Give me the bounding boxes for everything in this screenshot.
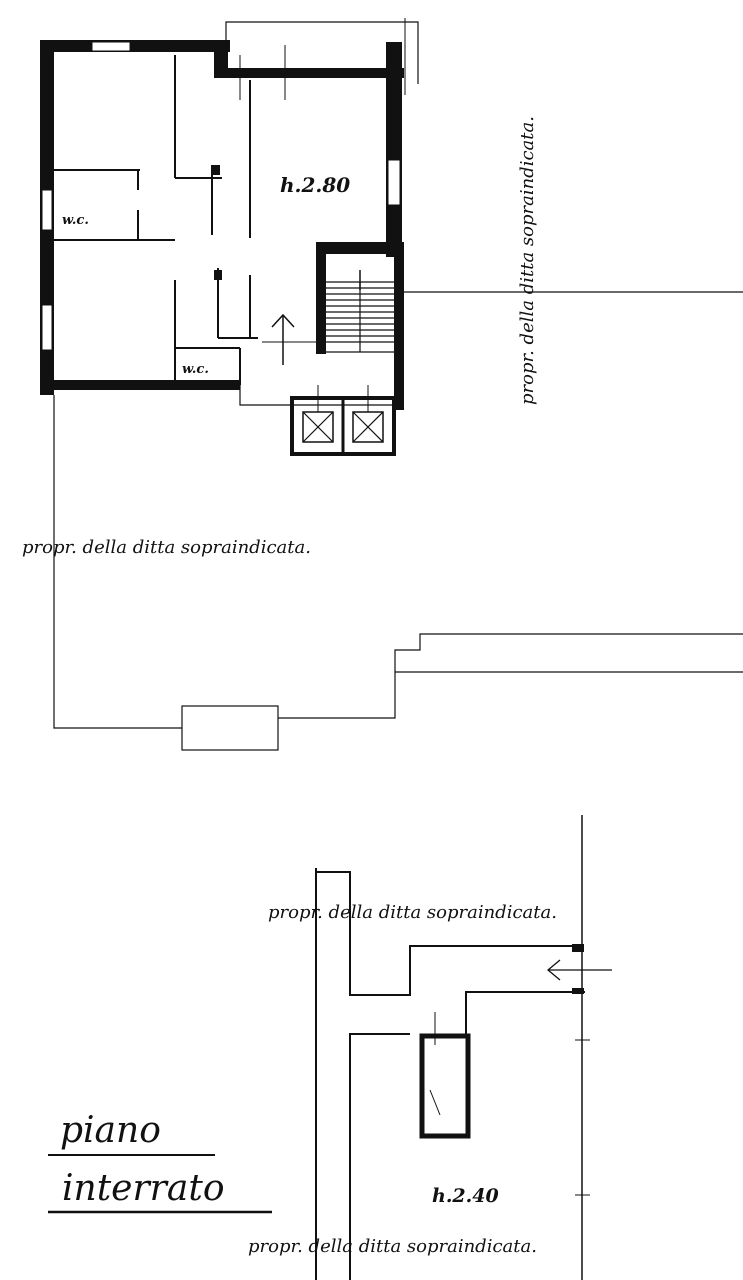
stair-wall-top (316, 242, 404, 254)
wall-north-right (214, 68, 404, 78)
dimension-top (225, 21, 419, 84)
owner-label-basement-bottom: propr. della ditta sopraindicata. (248, 1236, 537, 1257)
stair-steps (326, 281, 394, 352)
basement-wall (465, 991, 585, 1034)
room-height-label: h.2.80 (280, 173, 350, 197)
owner-label-middle: propr. della ditta sopraindicata. (22, 537, 311, 558)
wall-east (386, 42, 402, 257)
owner-label-basement-top: propr. della ditta sopraindicata. (268, 902, 557, 923)
window-west-upper (41, 189, 53, 231)
basement-plan: propr. della ditta sopraindicata. h.2.40… (248, 815, 612, 1280)
entrance-arrow-head (271, 313, 295, 328)
boundary-step-outer (278, 633, 743, 719)
basement-height-label: h.2.40 (432, 1185, 499, 1207)
title-line-1: piano (60, 1110, 161, 1151)
basement-wall (316, 871, 580, 996)
boundary-box (181, 705, 279, 751)
window-north (91, 41, 131, 52)
basement-entrance-arrow-head (546, 959, 561, 981)
basement-wall (349, 1033, 410, 1280)
basement-shaft (419, 1033, 471, 1139)
owner-label-vertical: propr. della ditta sopraindicata. (517, 116, 538, 405)
site-boundary: propr. della ditta sopraindicata. (22, 395, 743, 751)
partition-post (214, 270, 222, 280)
wall-north-step (214, 40, 228, 76)
stair-wall-left (316, 242, 326, 354)
wc-label-lower: w.c. (182, 362, 209, 377)
partition-post (212, 165, 220, 175)
wall-north-left (40, 40, 230, 52)
drawing-title: piano interrato (48, 1110, 272, 1214)
stair-wall-right (394, 250, 404, 410)
boundary-west (53, 395, 182, 729)
ground-floor-plan: w.c. w.c. h.2.80 propr. della ditta sopr… (40, 18, 743, 456)
window-east (387, 159, 401, 206)
title-line-2: interrato (62, 1168, 225, 1209)
window-west-lower (41, 304, 53, 351)
wall-south (40, 380, 240, 390)
wc-label-upper: w.c. (62, 213, 89, 228)
